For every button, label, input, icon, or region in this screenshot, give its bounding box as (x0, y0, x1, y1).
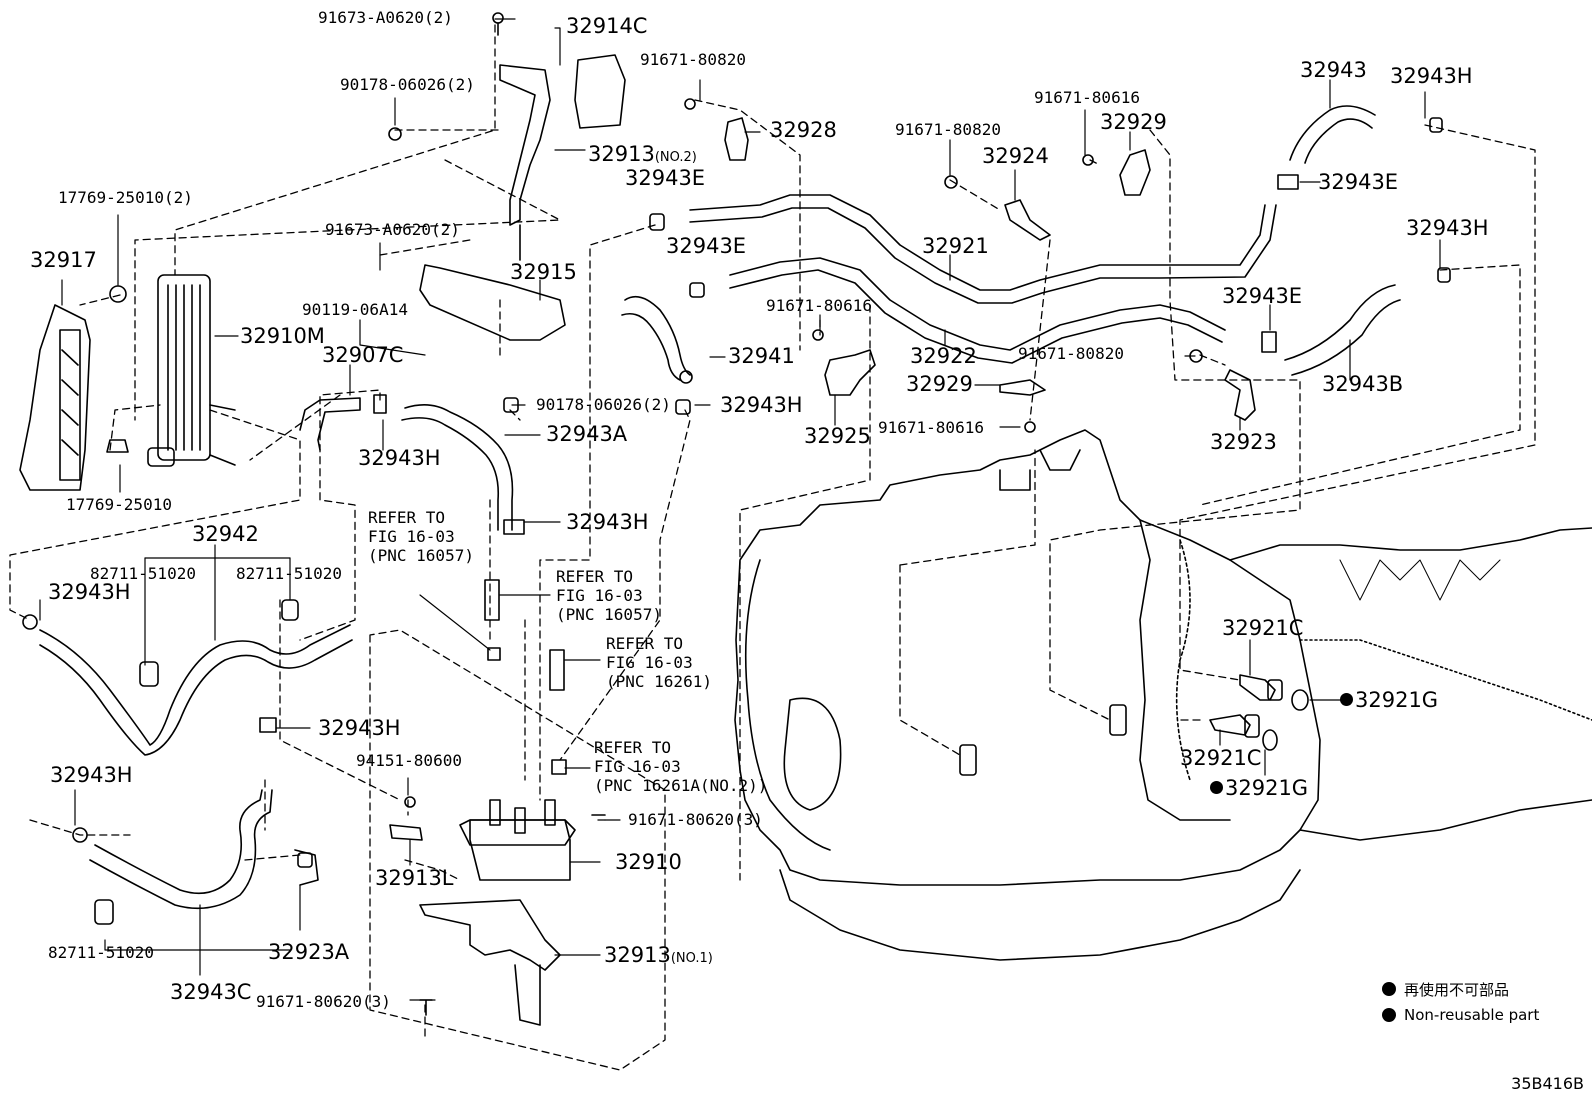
pipes-32921-32922 (649, 194, 1277, 364)
refer-note-2: REFER TO FIG 16-03 (PNC 16057) (556, 567, 662, 624)
hose-32943c (72, 789, 319, 925)
label-82711-51020-b: 82711-51020 (236, 564, 342, 583)
label-90178-06026-mid: 90178-06026(2) (536, 395, 671, 414)
label-82711-51020-c: 82711-51020 (48, 943, 154, 962)
fittings-32921c (1209, 674, 1309, 751)
label-90119-06a14: 90119-06A14 (302, 300, 408, 319)
label-91671-80616-a: 91671-80616 (1034, 88, 1140, 107)
label-32941: 32941 (728, 344, 795, 368)
label-32921g-b: 32921G (1210, 778, 1308, 799)
label-32943h-c: 32943H (566, 510, 649, 534)
hose-32943 (1261, 105, 1451, 376)
refer-note-3: REFER TO FIG 16-03 (PNC 16261) (606, 634, 712, 691)
refer-note-1: REFER TO FIG 16-03 (PNC 16057) (368, 508, 474, 565)
legend-dot (1382, 982, 1396, 996)
label-91671-80616-c: 91671-80616 (878, 418, 984, 437)
label-32943e-b: 32943E (666, 234, 747, 258)
label-32913-no1: 32913(NO.1) (604, 943, 713, 967)
legend-dot (1382, 1008, 1396, 1022)
label-32915: 32915 (510, 260, 577, 284)
label-90178-06026-top: 90178-06026(2) (340, 75, 475, 94)
oil-cooler-32910 (389, 796, 606, 1026)
hose-32941 (621, 295, 693, 384)
figure-code: 35B416B (1511, 1074, 1584, 1093)
label-32928: 32928 (770, 118, 837, 142)
label-32943h-g: 32943H (1390, 64, 1473, 88)
label-91671-80620-3: 91671-80620(3) (628, 810, 763, 829)
label-32943a: 32943A (546, 422, 628, 446)
solid-leaders (39, 18, 1441, 1001)
hose-32943a (299, 394, 525, 535)
label-32910: 32910 (615, 850, 682, 874)
legend-text-jp: 再使用不可部品 (1404, 980, 1510, 999)
label-32943e-a: 32943E (625, 166, 706, 190)
label-32929-b: 32929 (906, 372, 973, 396)
oil-cooler-32910m (106, 274, 236, 467)
legend-text-en: Non-reusable part (1404, 1006, 1540, 1024)
label-17769-25010-2: 17769-25010(2) (58, 188, 193, 207)
label-32942: 32942 (192, 522, 259, 546)
legend-row-en: Non-reusable part (1382, 1002, 1539, 1028)
label-32917: 32917 (30, 248, 97, 272)
label-32943h-d: 32943H (48, 580, 131, 604)
label-32921c-b: 32921C (1180, 746, 1262, 770)
label-32943c: 32943C (170, 980, 252, 1004)
label-17769-25010: 17769-25010 (66, 495, 172, 514)
legend: 再使用不可部品 Non-reusable part (1382, 976, 1539, 1028)
label-32925: 32925 (804, 424, 871, 448)
refer-note-4: REFER TO FIG 16-03 (PNC 16261A(NO.2)) (594, 738, 768, 795)
label-32923: 32923 (1210, 430, 1277, 454)
label-91671-80820-b: 91671-80820 (895, 120, 1001, 139)
label-32943b: 32943B (1322, 372, 1404, 396)
label-91671-80616-b: 91671-80616 (766, 296, 872, 315)
hose-32942 (22, 599, 353, 756)
label-32943h-a: 32943H (720, 393, 803, 417)
label-32943: 32943 (1300, 58, 1367, 82)
engine-outline (734, 429, 1592, 961)
label-32913-no2: 32913(NO.2) (588, 142, 697, 166)
label-32929-a: 32929 (1100, 110, 1167, 134)
label-94151-80600: 94151-80600 (356, 751, 462, 770)
non-reusable-dot (1340, 693, 1353, 706)
label-32943e-d: 32943E (1222, 284, 1303, 308)
label-32924: 32924 (982, 144, 1049, 168)
label-32914c: 32914C (566, 14, 648, 38)
label-32910m: 32910M (240, 324, 325, 348)
label-91673-a0620-mid: 91673-A0620(2) (325, 220, 460, 239)
label-32913l: 32913L (375, 866, 454, 890)
bracket-32917 (19, 304, 91, 491)
label-32943h-e: 32943H (318, 716, 401, 740)
label-91671-80820-c: 91671-80820 (1018, 344, 1124, 363)
legend-row-jp: 再使用不可部品 (1382, 976, 1539, 1002)
label-32943h-f: 32943H (50, 763, 133, 787)
label-91671-80820-a: 91671-80820 (640, 50, 746, 69)
label-32943e-c: 32943E (1318, 170, 1399, 194)
label-32943h-b: 32943H (358, 446, 441, 470)
label-32943h-h: 32943H (1406, 216, 1489, 240)
label-32907c: 32907C (322, 343, 404, 367)
non-reusable-dot (1210, 781, 1223, 794)
label-32922: 32922 (910, 344, 977, 368)
tubes-misc (484, 397, 1127, 776)
label-82711-51020-a: 82711-51020 (90, 564, 196, 583)
label-32921c-a: 32921C (1222, 616, 1304, 640)
label-32921: 32921 (922, 234, 989, 258)
label-91673-a0620-top: 91673-A0620(2) (318, 8, 453, 27)
label-32923a: 32923A (268, 940, 350, 964)
label-32921g-a: 32921G (1340, 690, 1438, 711)
label-91671-80620-3b: 91671-80620(3) (256, 992, 391, 1011)
bracket-32913-no2 (388, 12, 696, 341)
